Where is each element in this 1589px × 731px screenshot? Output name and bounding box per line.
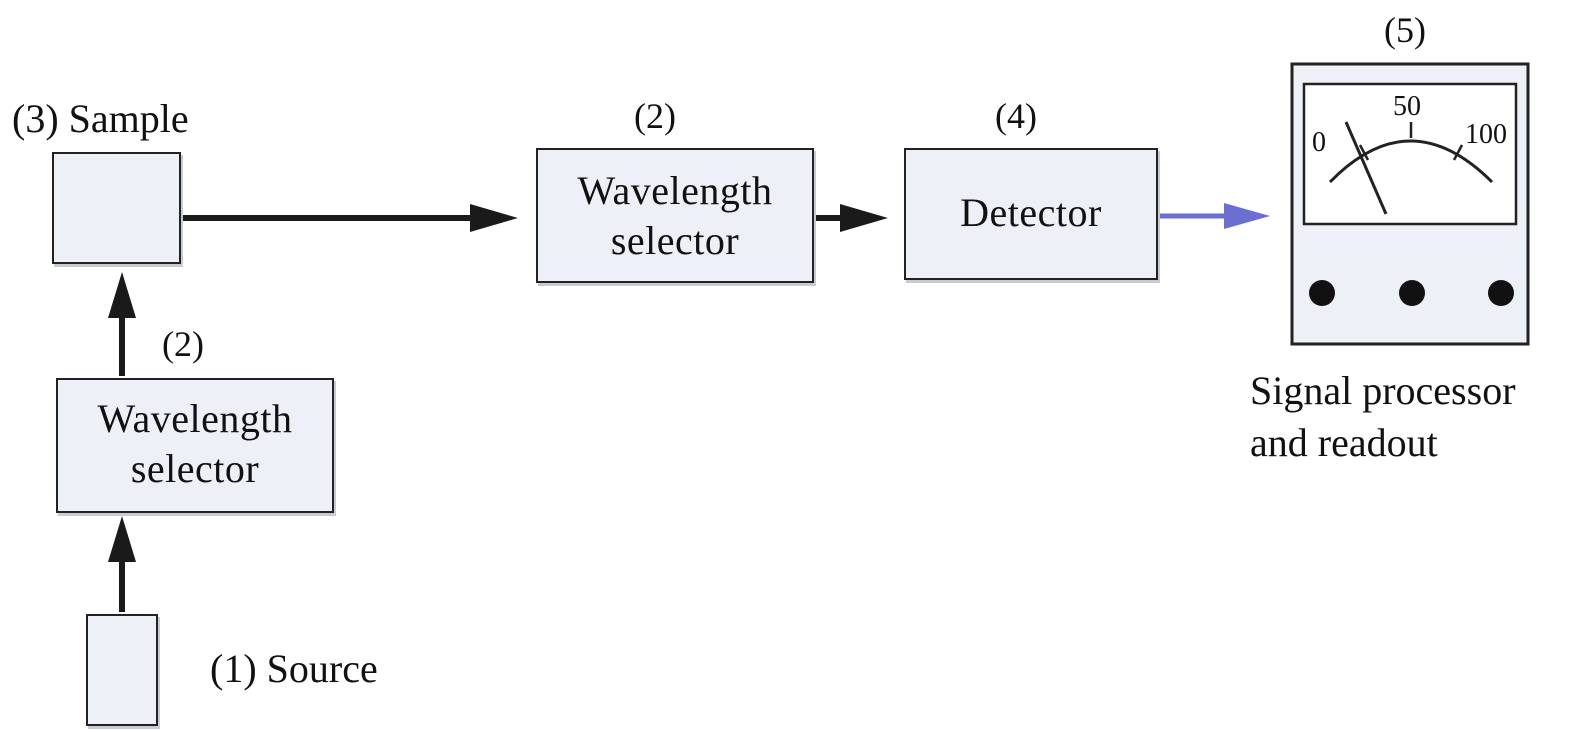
selector1-line1: Wavelength bbox=[97, 396, 293, 441]
wavelength-selector-2: Wavelength selector bbox=[536, 148, 814, 283]
selector2-line1: Wavelength bbox=[577, 168, 773, 213]
selector1-number: (2) bbox=[162, 324, 204, 364]
readout-label-line2: and readout bbox=[1250, 420, 1438, 465]
meter-tick bbox=[1358, 144, 1370, 161]
detector-label: Detector bbox=[960, 190, 1102, 235]
arrow-detector-to-readout bbox=[1158, 203, 1270, 229]
sample-box bbox=[52, 152, 181, 264]
wavelength-selector-1: Wavelength selector bbox=[56, 378, 334, 513]
arrow-source-to-selector bbox=[108, 516, 136, 612]
sample-label: (3) Sample bbox=[12, 96, 189, 141]
readout-knob-center bbox=[1399, 280, 1425, 306]
readout-label-line1: Signal processor bbox=[1250, 368, 1516, 413]
source-box bbox=[86, 614, 158, 726]
readout-knob-right bbox=[1488, 280, 1514, 306]
selector1-line2: selector bbox=[130, 446, 260, 491]
meter-tick bbox=[1452, 144, 1464, 161]
readout-knob-left bbox=[1309, 280, 1335, 306]
meter-scale-50: 50 bbox=[1393, 91, 1421, 122]
readout-meter bbox=[1290, 62, 1530, 346]
detector-box: Detector bbox=[904, 148, 1158, 280]
selector2-number: (2) bbox=[634, 96, 676, 136]
arrow-selector-to-sample bbox=[108, 272, 136, 376]
meter-scale-0: 0 bbox=[1312, 127, 1326, 158]
arrow-selector2-to-detector bbox=[812, 204, 888, 232]
readout-number: (5) bbox=[1384, 10, 1426, 50]
detector-number: (4) bbox=[995, 96, 1037, 136]
arrow-sample-to-selector2 bbox=[181, 204, 518, 232]
selector2-line2: selector bbox=[610, 218, 740, 263]
meter-needle bbox=[1344, 121, 1388, 215]
source-label: (1) Source bbox=[210, 646, 378, 691]
meter-scale-arc bbox=[1328, 139, 1494, 184]
meter-scale-100: 100 bbox=[1465, 119, 1507, 150]
